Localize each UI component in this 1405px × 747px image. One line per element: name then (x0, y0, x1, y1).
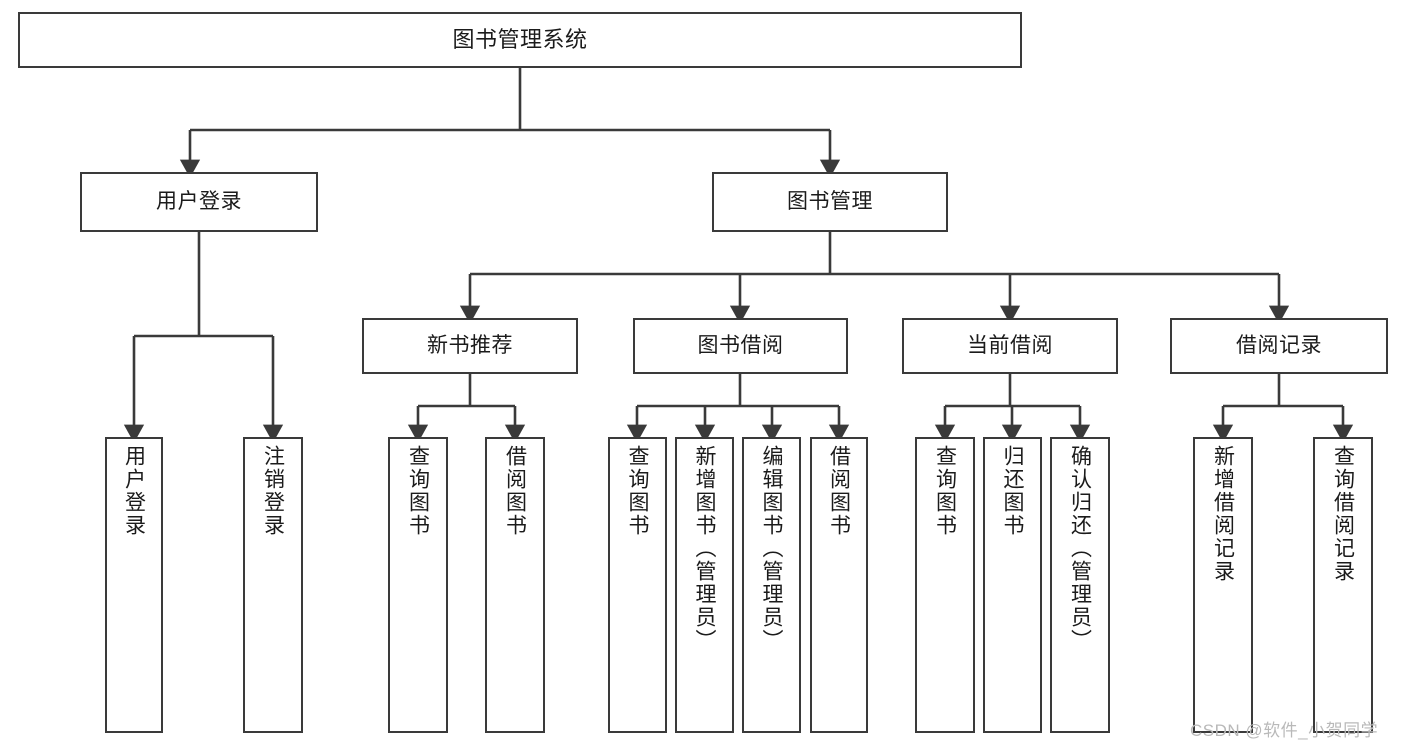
node-user-login[interactable]: 用户登录 (80, 172, 318, 232)
leaf-add-borrow-record[interactable]: 新增借阅记录 (1193, 437, 1253, 733)
leaf-borrow-book-newbook-label: 借阅图书 (503, 445, 527, 537)
leaf-query-borrow-record[interactable]: 查询借阅记录 (1313, 437, 1373, 733)
node-book-management-label: 图书管理 (787, 189, 873, 213)
node-root-label: 图书管理系统 (452, 27, 588, 53)
leaf-add-borrow-record-label: 新增借阅记录 (1211, 445, 1235, 583)
node-book-borrow[interactable]: 图书借阅 (633, 318, 848, 374)
leaf-edit-book-admin-label: 编辑图书（管理员） (760, 445, 783, 652)
leaf-edit-book-admin[interactable]: 编辑图书（管理员） (742, 437, 801, 733)
node-book-management[interactable]: 图书管理 (712, 172, 948, 232)
leaf-borrow-book-newbook[interactable]: 借阅图书 (485, 437, 545, 733)
node-new-book-recommend[interactable]: 新书推荐 (362, 318, 578, 374)
csdn-watermark: CSDN @软件_小贺同学 (1190, 721, 1379, 740)
leaf-confirm-return-admin[interactable]: 确认归还（管理员） (1050, 437, 1110, 733)
node-borrow-records[interactable]: 借阅记录 (1170, 318, 1388, 374)
leaf-return-book[interactable]: 归还图书 (983, 437, 1042, 733)
leaf-query-borrow-record-label: 查询借阅记录 (1331, 445, 1355, 583)
leaf-return-book-label: 归还图书 (1001, 445, 1024, 537)
leaf-add-book-admin[interactable]: 新增图书（管理员） (675, 437, 734, 733)
leaf-user-login-label: 用户登录 (122, 445, 146, 537)
leaf-add-book-admin-label: 新增图书（管理员） (693, 445, 716, 652)
node-book-borrow-label: 图书借阅 (697, 333, 784, 357)
node-root[interactable]: 图书管理系统 (18, 12, 1022, 68)
node-new-book-recommend-label: 新书推荐 (427, 333, 513, 357)
node-current-borrow[interactable]: 当前借阅 (902, 318, 1118, 374)
leaf-logout[interactable]: 注销登录 (243, 437, 303, 733)
leaf-borrow-book-label: 借阅图书 (827, 445, 851, 537)
leaf-query-book-current[interactable]: 查询图书 (915, 437, 975, 733)
leaf-query-book-current-label: 查询图书 (933, 445, 957, 537)
leaf-logout-label: 注销登录 (261, 445, 285, 537)
leaf-query-book-newbook-label: 查询图书 (406, 445, 430, 537)
leaf-query-book-borrow-label: 查询图书 (626, 445, 649, 537)
node-user-login-label: 用户登录 (156, 189, 242, 213)
leaf-confirm-return-admin-label: 确认归还（管理员） (1068, 445, 1092, 652)
node-borrow-records-label: 借阅记录 (1236, 333, 1322, 357)
leaf-query-book-newbook[interactable]: 查询图书 (388, 437, 448, 733)
leaf-user-login[interactable]: 用户登录 (105, 437, 163, 733)
leaf-borrow-book[interactable]: 借阅图书 (810, 437, 868, 733)
node-current-borrow-label: 当前借阅 (967, 333, 1053, 357)
leaf-query-book-borrow[interactable]: 查询图书 (608, 437, 667, 733)
